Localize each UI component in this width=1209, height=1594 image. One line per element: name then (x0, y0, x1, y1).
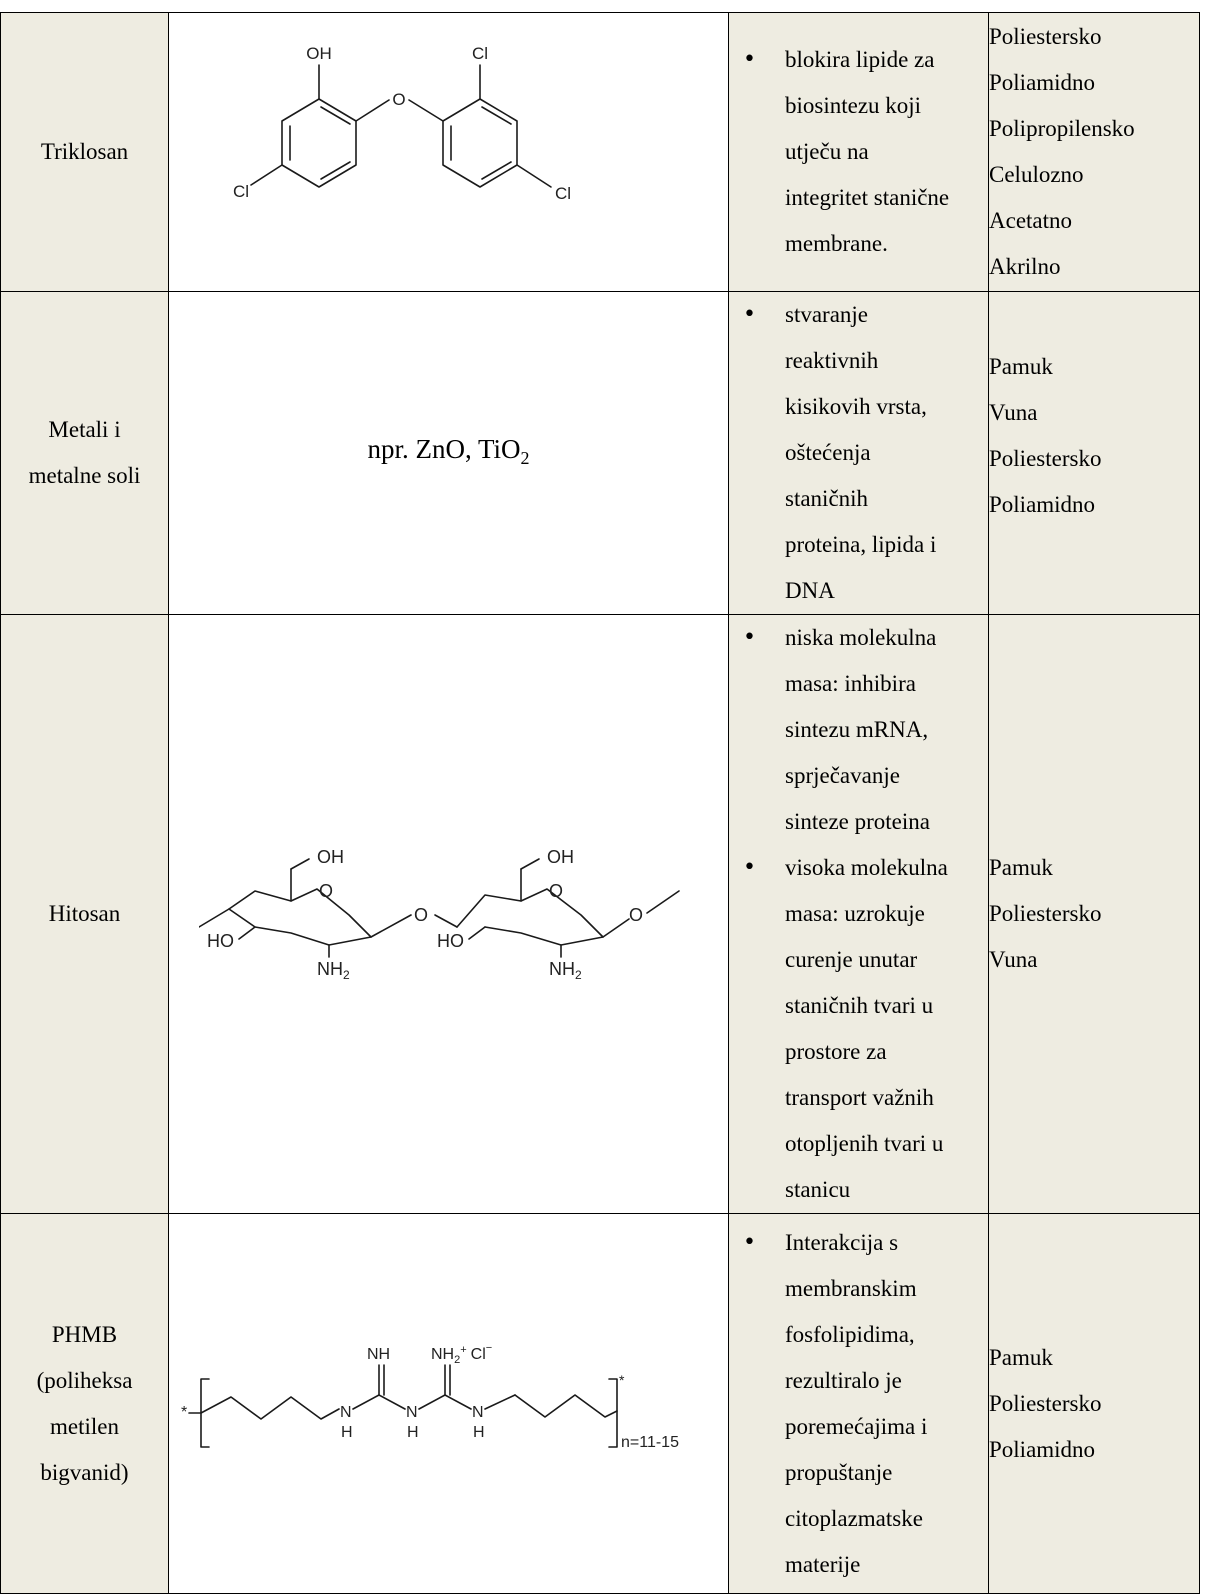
structure-cell: OH O Cl Cl Cl (168, 12, 729, 292)
mechanism-list: niska molekulna masa: inhibira sintezu m… (729, 615, 988, 1213)
oxygen-label: O (392, 90, 405, 109)
mechanism-list: blokira lipide za biosintezu koji utječu… (729, 37, 988, 267)
end-star-label: * (619, 1372, 625, 1388)
chlorine-label: Cl (232, 182, 248, 201)
oxygen-label: O (319, 881, 333, 901)
mechanism-list: stvaranje reaktivnih kisikovih vrsta, oš… (729, 292, 988, 614)
agent-name: Metali i (48, 417, 121, 442)
agent-name-cell: Hitosan (0, 614, 169, 1214)
material-item: Poliamidno (989, 492, 1096, 517)
material-item: Poliestersko (989, 1390, 1102, 1416)
mechanism-item: visoka molekulna masa: uzrokuje curenje … (743, 845, 988, 1213)
nh2-label: NH2 (549, 959, 582, 982)
materials-cell: Pamuk Poliestersko Vuna (988, 614, 1200, 1214)
oxygen-label: O (414, 905, 428, 925)
agent-name: Hitosan (48, 901, 121, 926)
mechanism-item: stvaranje reaktivnih kisikovih vrsta, oš… (743, 292, 988, 614)
table-row: Hitosan (0, 614, 1200, 1214)
phmb-structure: * * n=11-15 NH (181, 1342, 679, 1451)
agent-name: metalne soli (28, 463, 141, 488)
oh-label: OH (317, 847, 344, 867)
material-item: Pamuk (989, 1344, 1053, 1370)
nitrogen-label: N (472, 1404, 484, 1421)
structure-cell: OH OH O O O O HO HO NH2 NH2 (168, 614, 729, 1214)
hydrogen-label: H (473, 1424, 485, 1441)
material-item: Poliestersko (989, 24, 1102, 49)
repeat-count-label: n=11-15 (621, 1434, 679, 1451)
hydrogen-label: H (341, 1424, 353, 1441)
material-item: Akrilno (989, 254, 1061, 279)
agent-name-cell: PHMB (poliheksa metilen bigvanid) (0, 1213, 169, 1594)
chlorine-label: Cl (471, 44, 487, 63)
material-item: Vuna (989, 947, 1038, 972)
structure-cell: * * n=11-15 NH (168, 1213, 729, 1594)
oh-label: OH (547, 847, 574, 867)
material-item: Poliestersko (989, 901, 1102, 926)
materials-cell: Poliestersko Poliamidno Polipropilensko … (988, 12, 1200, 292)
agent-name: Triklosan (40, 139, 129, 164)
materials-cell: Pamuk Vuna Poliestersko Poliamidno (988, 291, 1200, 615)
mechanism-cell: blokira lipide za biosintezu koji utječu… (728, 12, 989, 292)
material-item: Poliestersko (989, 446, 1102, 471)
ho-label: HO (207, 931, 234, 951)
mechanism-cell: niska molekulna masa: inhibira sintezu m… (728, 614, 989, 1214)
table-row: Metali i metalne soli npr. ZnO, TiO2 stv… (0, 291, 1200, 615)
table-row: Triklosan (0, 12, 1200, 292)
hydrogen-label: H (407, 1424, 419, 1441)
mechanism-item: blokira lipide za biosintezu koji utječu… (743, 37, 988, 267)
oxygen-label: O (629, 905, 643, 925)
material-item: Acetatno (989, 208, 1073, 233)
end-star-label: * (181, 1404, 187, 1421)
mechanism-item: niska molekulna masa: inhibira sintezu m… (743, 615, 988, 845)
chitosan-structure: OH OH O O O O HO HO NH2 NH2 (198, 847, 680, 982)
materials-cell: Pamuk Poliestersko Poliamidno (988, 1213, 1200, 1594)
mechanism-list: Interakcija s membranskim fosfolipidima,… (729, 1220, 988, 1588)
mechanism-cell: stvaranje reaktivnih kisikovih vrsta, oš… (728, 291, 989, 615)
agent-name: metilen (50, 1413, 119, 1439)
nh2-label: NH2 (317, 959, 350, 982)
table-row: PHMB (poliheksa metilen bigvanid) * (0, 1213, 1200, 1594)
triclosan-structure: OH O Cl Cl Cl (232, 44, 570, 203)
material-item: Vuna (989, 400, 1038, 425)
material-item: Pamuk (989, 354, 1053, 379)
formula-example: npr. ZnO, TiO2 (367, 433, 530, 468)
structure-cell: npr. ZnO, TiO2 (168, 291, 729, 615)
antimicrobial-agents-table: Triklosan (0, 12, 1200, 1594)
oh-label: OH (306, 44, 332, 63)
mechanism-item: Interakcija s membranskim fosfolipidima,… (743, 1220, 988, 1588)
nitrogen-label: N (340, 1404, 352, 1421)
agent-name: (poliheksa (36, 1367, 133, 1393)
agent-name: bigvanid) (40, 1459, 129, 1485)
mechanism-cell: Interakcija s membranskim fosfolipidima,… (728, 1213, 989, 1594)
material-item: Pamuk (989, 855, 1053, 880)
material-item: Poliamidno (989, 1436, 1096, 1462)
ammonium-label: NH2+Cl− (431, 1342, 492, 1366)
agent-name: PHMB (51, 1321, 118, 1347)
ho-label: HO (437, 931, 464, 951)
chlorine-label: Cl (554, 184, 570, 203)
agent-name-cell: Metali i metalne soli (0, 291, 169, 615)
oxygen-label: O (549, 881, 563, 901)
material-item: Poliamidno (989, 70, 1096, 95)
material-item: Polipropilensko (989, 116, 1135, 141)
agent-name-cell: Triklosan (0, 12, 169, 292)
material-item: Celulozno (989, 162, 1084, 187)
nitrogen-label: N (406, 1404, 418, 1421)
imine-label: NH (367, 1346, 390, 1363)
